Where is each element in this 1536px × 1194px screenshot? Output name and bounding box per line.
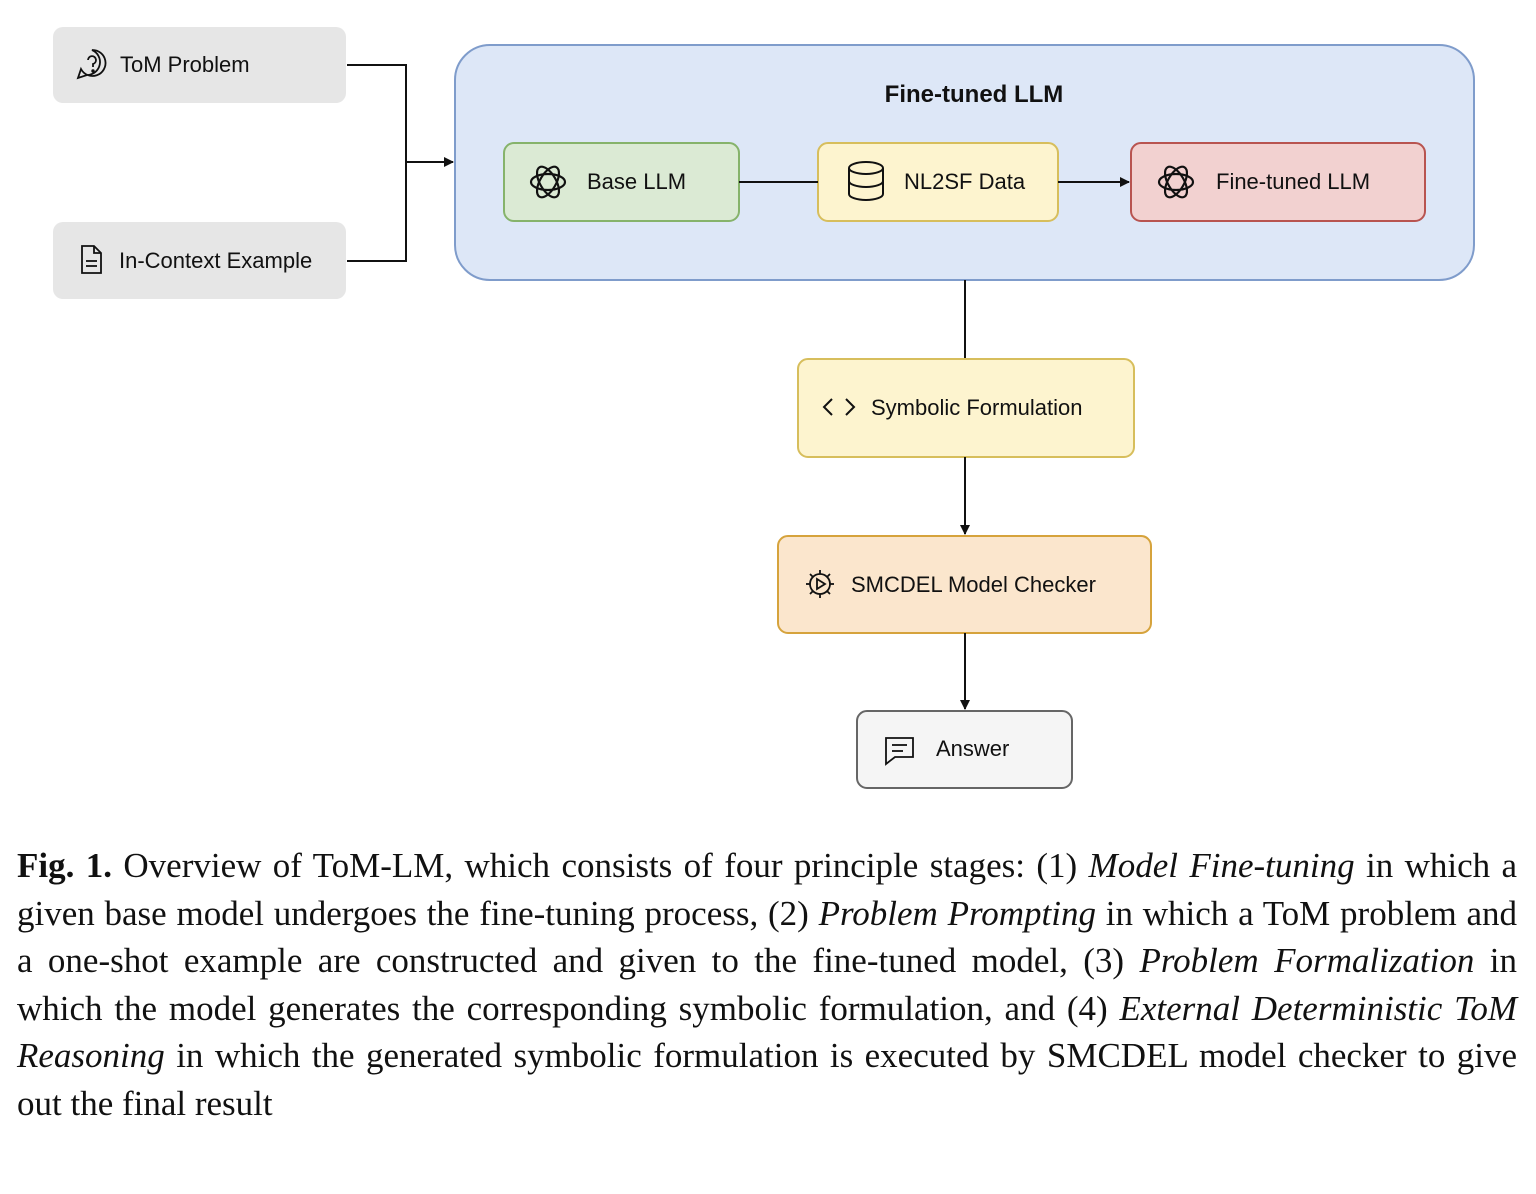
finetuned-llm-label: Fine-tuned LLM <box>1216 169 1370 194</box>
caption-text-5: in which the generated symbolic formulat… <box>17 1036 1517 1123</box>
caption-text-3: in which a ToM problem and a one-shot ex… <box>17 893 1517 981</box>
message-icon <box>885 737 914 766</box>
caption-stage-3: Problem Formalization <box>1139 941 1475 980</box>
tom-problem-label: ToM Problem <box>120 52 250 77</box>
document-icon <box>81 245 102 274</box>
caption-text-4: in which the model generates the corresp… <box>17 941 1518 1028</box>
caption-stage-1: Model Fine-tuning <box>1088 846 1355 885</box>
model-checker-node: SMCDEL Model Checker <box>777 535 1152 634</box>
answer-node: Answer <box>856 710 1073 789</box>
caption-text-2: in which a given base model undergoes th… <box>17 846 1518 933</box>
nl2sf-data-node: NL2SF Data <box>817 142 1059 222</box>
code-brackets-icon <box>822 398 856 416</box>
caption-stage-4: External Deterministic ToM Reasoning <box>17 988 1517 1076</box>
symbolic-formulation-node: Symbolic Formulation <box>797 358 1135 458</box>
nl2sf-data-label: NL2SF Data <box>904 169 1026 194</box>
base-llm-label: Base LLM <box>587 169 686 194</box>
tom-problem-node: ToM Problem <box>53 27 346 103</box>
answer-label: Answer <box>936 736 1009 761</box>
input-connectors <box>347 64 454 262</box>
finetuned-llm-node: Fine-tuned LLM <box>1130 142 1426 222</box>
database-icon <box>848 161 884 201</box>
caption-stage-2: Problem Prompting <box>818 893 1097 933</box>
openai-logo-icon <box>529 165 567 199</box>
group-title: Fine-tuned LLM <box>885 81 1064 108</box>
symbolic-formulation-label: Symbolic Formulation <box>871 395 1083 420</box>
pipeline-diagram: ToM Problem In-Context Example Fine-tune… <box>53 27 1475 789</box>
model-checker-label: SMCDEL Model Checker <box>851 572 1096 597</box>
chat-bubble-icon <box>76 49 107 80</box>
in-context-example-node: In-Context Example <box>53 222 346 299</box>
in-context-example-label: In-Context Example <box>119 248 312 273</box>
figure-caption: Fig. 1. Overview of ToM-LM, which consis… <box>17 842 1517 1127</box>
base-llm-node: Base LLM <box>503 142 740 222</box>
gear-play-icon <box>806 570 834 598</box>
caption-label: Fig. 1. <box>17 846 112 885</box>
openai-logo-icon <box>1157 165 1195 199</box>
caption-text-1: Overview of ToM-LM, which consists of fo… <box>123 846 1078 885</box>
